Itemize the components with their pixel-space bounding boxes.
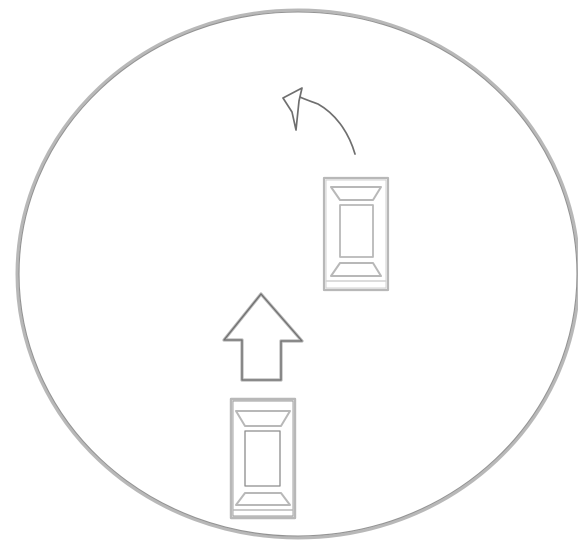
forward-arrow-icon — [222, 292, 304, 382]
boundary-circle — [15, 8, 578, 540]
curved-turn-arrow-icon — [282, 87, 356, 155]
vehicle-rear-icon — [229, 397, 297, 520]
vehicle-ahead-icon — [322, 176, 390, 292]
